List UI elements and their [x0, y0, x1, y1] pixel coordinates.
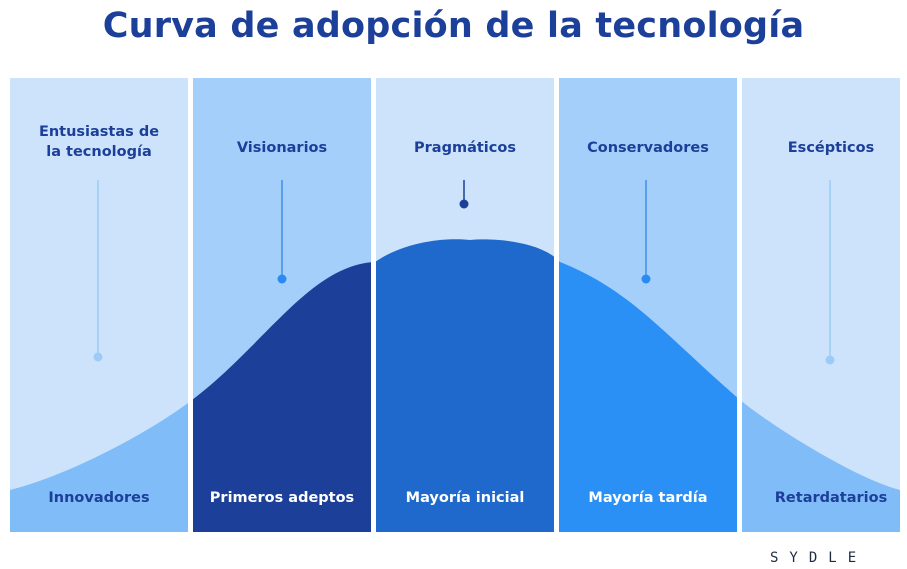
group-title-laggards: Escépticos [787, 140, 875, 156]
pointer-dot-early-adopters [277, 274, 287, 284]
segment-label-laggards: Retardatarios [774, 490, 888, 506]
group-title-innovators: Entusiastas de la tecnología [38, 124, 160, 160]
segment-label-early-adopters: Primeros adeptos [209, 490, 355, 506]
page-title: Curva de adopción de la tecnología [102, 6, 805, 46]
separator [371, 78, 376, 532]
pointer-dot-innovators [93, 352, 103, 362]
curve-early-majority [376, 239, 554, 532]
group-title-early-majority: Pragmáticos [414, 140, 516, 156]
pointer-dot-early-majority [459, 199, 469, 209]
separator [737, 78, 742, 532]
pointer-dot-laggards [825, 355, 835, 365]
separator [554, 78, 559, 532]
pointer-dot-late-majority [641, 274, 651, 284]
segment-label-innovators: Innovadores [48, 490, 150, 506]
segment-label-late-majority: Mayoría tardía [588, 490, 708, 506]
brand-logo: SYDLE [770, 550, 868, 566]
separator [188, 78, 193, 532]
group-title-late-majority: Conservadores [587, 140, 709, 156]
segment-label-early-majority: Mayoría inicial [405, 490, 525, 506]
group-title-early-adopters: Visionarios [236, 140, 328, 156]
